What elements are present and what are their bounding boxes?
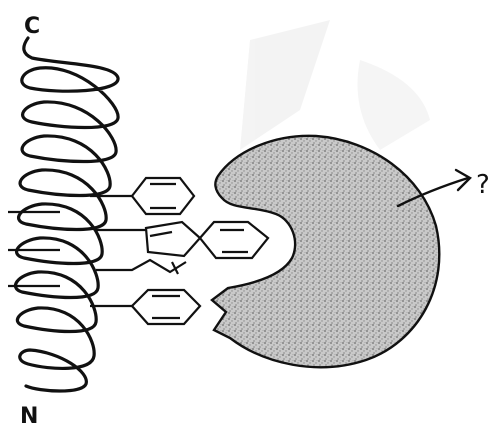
indole-ring xyxy=(96,222,268,274)
n-terminus-label: N xyxy=(20,404,38,429)
helix-backbone xyxy=(15,38,118,391)
c-terminus-label: C xyxy=(24,14,40,39)
side-chain-stubs xyxy=(8,212,60,286)
question-mark-label: ? xyxy=(476,170,490,200)
phenyl-ring-lower xyxy=(90,290,200,324)
